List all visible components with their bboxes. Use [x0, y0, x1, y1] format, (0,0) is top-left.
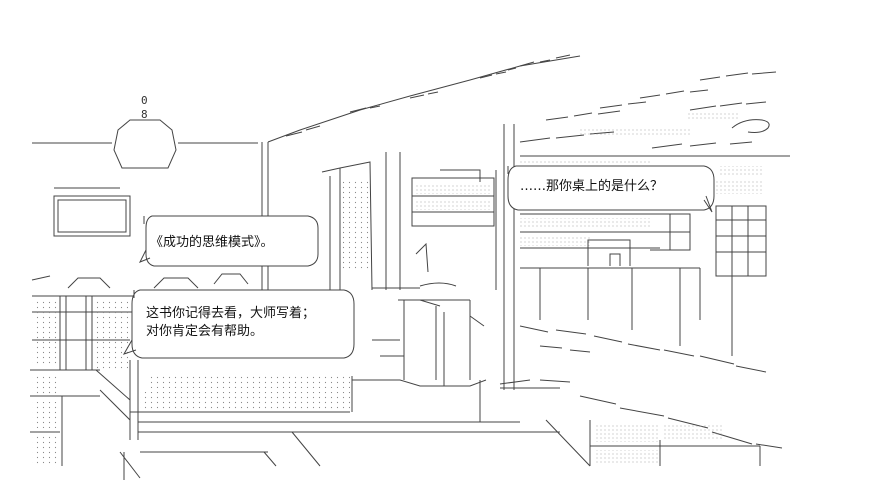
svg-text:0: 0 [141, 94, 148, 107]
bubble-book-title-shape [138, 215, 319, 267]
bubble-advice-line1: 这书你记得去看，大师写着； [146, 306, 316, 321]
wall-picture [53, 187, 131, 237]
bubble-advice-shape [122, 289, 355, 359]
desk-area [95, 242, 560, 480]
svg-text:8: 8 [141, 108, 148, 121]
ceiling-lines [267, 54, 777, 149]
right-furniture [499, 155, 790, 467]
bubble-advice-line2: 对你肯定会有帮助。 [146, 324, 264, 339]
bubble-question-shape [507, 165, 715, 213]
bubble-question: ……那你桌上的是什么？ [520, 179, 664, 194]
lamp-fixture: 0 8 [32, 94, 258, 169]
bubble-book-title: 《成功的思维模式》。 [150, 235, 274, 250]
left-texture [32, 180, 490, 464]
right-texture [520, 112, 764, 464]
